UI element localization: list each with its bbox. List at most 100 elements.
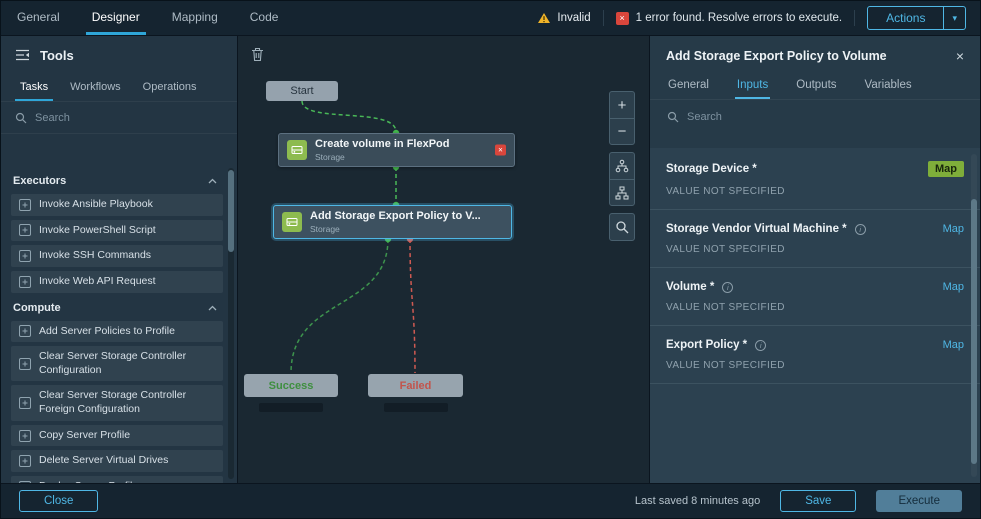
- success-node[interactable]: Success: [244, 374, 338, 397]
- workflow-edges: [290, 100, 416, 374]
- success-node-shadow: [259, 403, 323, 412]
- task-item[interactable]: Invoke Web API Request: [11, 270, 223, 293]
- close-icon[interactable]: ×: [955, 48, 964, 64]
- inspector-scrollbar[interactable]: [971, 154, 977, 477]
- inspector-tab-general[interactable]: General: [668, 79, 709, 91]
- storage-task-icon: [282, 212, 302, 232]
- inspector-scrollbar-thumb[interactable]: [971, 199, 977, 464]
- task-item-label: Add Server Policies to Profile: [39, 324, 175, 337]
- info-icon[interactable]: i: [755, 339, 767, 351]
- field-storage-device: Storage Device * Map VALUE NOT SPECIFIED: [650, 148, 980, 210]
- map-button[interactable]: Map: [942, 223, 964, 235]
- footer-bar: Close Last saved 8 minutes ago Save Exec…: [1, 483, 980, 518]
- field-label: Volume *: [666, 281, 715, 293]
- inspector-tab-outputs[interactable]: Outputs: [796, 79, 837, 91]
- task-item[interactable]: Deploy Server Profile: [11, 476, 223, 483]
- task-icon: [19, 480, 31, 483]
- inspector-search-input[interactable]: [687, 111, 837, 123]
- start-node[interactable]: Start: [266, 81, 338, 101]
- task-item[interactable]: Clear Server Storage Controller Configur…: [11, 346, 223, 382]
- field-volume: Volume * i Map VALUE NOT SPECIFIED: [650, 268, 980, 326]
- field-storage-vendor-vm: Storage Vendor Virtual Machine * i Map V…: [650, 210, 980, 268]
- error-message: 1 error found. Resolve errors to execute…: [635, 12, 843, 24]
- task-item[interactable]: Delete Server Virtual Drives: [11, 450, 223, 473]
- task-icon: [19, 275, 31, 288]
- field-label: Export Policy *: [666, 339, 748, 351]
- info-icon[interactable]: i: [854, 223, 866, 235]
- inspector-header: Add Storage Export Policy to Volume ×: [650, 36, 980, 72]
- map-button[interactable]: Map: [928, 161, 964, 177]
- tools-task-list: Executors Invoke Ansible Playbook Invoke…: [1, 164, 225, 483]
- validation-status: Invalid: [537, 12, 591, 24]
- tools-tabs: Tasks Workflows Operations: [1, 74, 237, 102]
- inspector-tab-inputs[interactable]: Inputs: [734, 72, 771, 99]
- task-item[interactable]: Add Server Policies to Profile: [11, 320, 223, 343]
- task-icon: [19, 357, 31, 370]
- field-value: VALUE NOT SPECIFIED: [666, 302, 785, 313]
- tools-scrollbar-thumb[interactable]: [228, 170, 234, 252]
- task-item[interactable]: Clear Server Storage Controller Foreign …: [11, 385, 223, 421]
- collapse-panel-icon[interactable]: [15, 49, 30, 61]
- magnifier-icon[interactable]: [610, 214, 634, 240]
- zoom-out-button[interactable]: −: [610, 118, 634, 144]
- tools-tab-tasks[interactable]: Tasks: [9, 74, 59, 101]
- trash-icon[interactable]: [250, 46, 265, 62]
- tab-designer[interactable]: Designer: [76, 1, 156, 35]
- map-button[interactable]: Map: [942, 281, 964, 293]
- map-button[interactable]: Map: [942, 339, 964, 351]
- tab-code[interactable]: Code: [249, 10, 279, 24]
- task-item-label: Deploy Server Profile: [39, 480, 138, 483]
- task-icon: [19, 397, 31, 410]
- tab-mapping[interactable]: Mapping: [171, 10, 218, 24]
- actions-button[interactable]: Actions ▾: [867, 6, 966, 30]
- field-label: Storage Device *: [666, 163, 757, 175]
- zoom-in-button[interactable]: +: [617, 96, 627, 114]
- caret-down-icon[interactable]: ▾: [952, 12, 957, 23]
- tab-general[interactable]: General: [17, 10, 60, 24]
- close-button[interactable]: Close: [19, 490, 99, 512]
- inspector-tabs: General Inputs Outputs Variables: [650, 72, 980, 100]
- task-item[interactable]: Invoke PowerShell Script: [11, 219, 223, 242]
- chevron-up-icon: [208, 178, 217, 184]
- node-error-badge[interactable]: ×: [495, 144, 506, 156]
- task-item-label: Clear Server Storage Controller Foreign …: [39, 389, 187, 416]
- inspector-title: Add Storage Export Policy to Volume: [666, 49, 887, 63]
- inspector-tab-variables[interactable]: Variables: [864, 79, 912, 91]
- workflow-canvas[interactable]: Start Create volume in FlexPod Storage ×…: [238, 36, 649, 483]
- inspector-fields: Storage Device * Map VALUE NOT SPECIFIED…: [650, 148, 980, 483]
- task-icon: [19, 455, 31, 468]
- divider: [854, 10, 856, 26]
- tools-tab-operations[interactable]: Operations: [142, 81, 197, 93]
- execute-button[interactable]: Execute: [876, 490, 962, 512]
- error-icon: ×: [615, 11, 629, 25]
- tools-scrollbar[interactable]: [228, 168, 234, 479]
- field-value: VALUE NOT SPECIFIED: [666, 360, 785, 371]
- task-item[interactable]: Invoke SSH Commands: [11, 245, 223, 267]
- task-inspector-panel: Add Storage Export Policy to Volume × Ge…: [649, 36, 980, 483]
- node-text: Create volume in FlexPod Storage: [315, 138, 449, 161]
- task-node-add-export-policy[interactable]: Add Storage Export Policy to V... Storag…: [273, 205, 512, 239]
- field-export-policy: Export Policy * i Map VALUE NOT SPECIFIE…: [650, 326, 980, 384]
- info-icon[interactable]: i: [722, 281, 734, 293]
- canvas-controls: + −: [609, 91, 635, 241]
- chevron-up-icon: [208, 305, 217, 311]
- section-executors[interactable]: Executors: [11, 170, 223, 190]
- invalid-label: Invalid: [557, 12, 591, 24]
- last-saved-text: Last saved 8 minutes ago: [634, 495, 761, 507]
- save-button[interactable]: Save: [780, 490, 857, 512]
- tools-tab-workflows[interactable]: Workflows: [70, 81, 121, 93]
- section-compute[interactable]: Compute: [11, 297, 223, 317]
- field-value: VALUE NOT SPECIFIED: [666, 244, 785, 255]
- task-icon: [19, 429, 31, 442]
- tree-layout-icon[interactable]: [610, 179, 634, 205]
- tools-search-input[interactable]: [35, 111, 185, 124]
- task-item[interactable]: Invoke Ansible Playbook: [11, 194, 223, 216]
- topbar-status-area: Invalid × 1 error found. Resolve errors …: [537, 1, 980, 35]
- auto-layout-icon[interactable]: [610, 153, 634, 179]
- task-node-create-volume[interactable]: Create volume in FlexPod Storage ×: [278, 133, 515, 167]
- failed-node[interactable]: Failed: [368, 374, 463, 397]
- layout-group: [609, 152, 635, 206]
- task-item[interactable]: Copy Server Profile: [11, 424, 223, 447]
- warning-icon: [538, 13, 551, 23]
